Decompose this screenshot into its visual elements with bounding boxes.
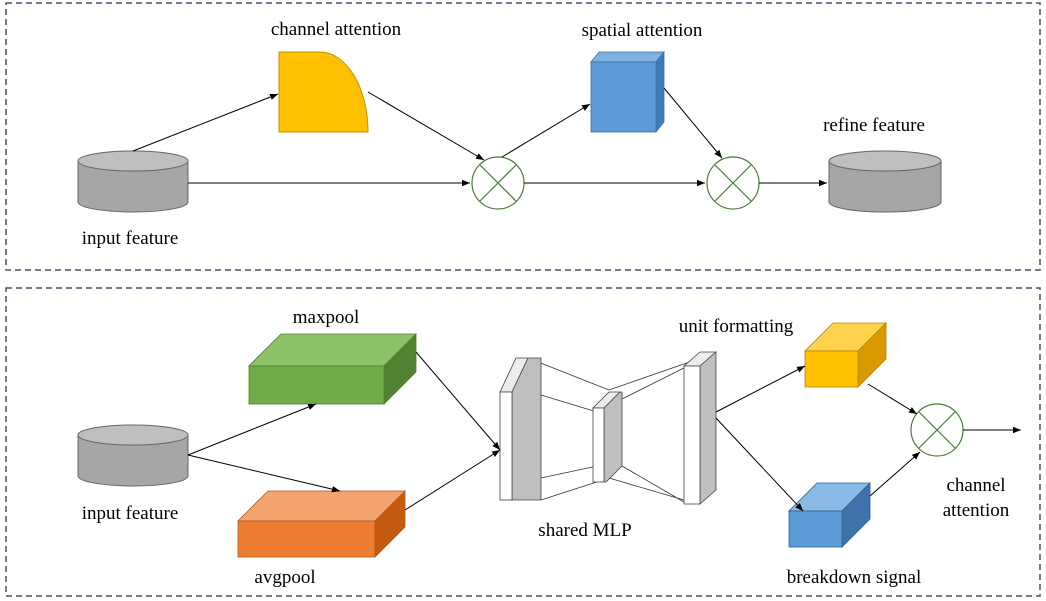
top-input-feature-label: input feature — [82, 228, 179, 249]
channel-attention-output-label-line1: channel — [946, 475, 1005, 496]
top-multiply-operator-1 — [471, 156, 525, 210]
shared-mlp-label: shared MLP — [538, 520, 631, 541]
arrow-mlp-to-unit-formatting — [715, 365, 806, 413]
maxpool-label: maxpool — [293, 307, 360, 328]
bottom-input-feature-label: input feature — [82, 503, 179, 524]
top-channel-attention-label: channel attention — [271, 19, 402, 40]
arrow-maxpool-to-mlp — [415, 351, 501, 451]
channel-attention-block — [278, 51, 369, 133]
arrow-spatial-attention-to-multiply-2 — [663, 87, 723, 159]
maxpool-block — [248, 333, 417, 405]
spatial-attention-block — [590, 50, 665, 134]
bottom-panel-frame — [5, 287, 1041, 597]
top-input-feature-cylinder — [77, 150, 189, 213]
refine-feature-cylinder — [828, 150, 942, 213]
arrow-input-to-channel-attention — [132, 93, 279, 152]
unit-formatting-block — [804, 322, 887, 388]
top-spatial-attention-label: spatial attention — [582, 20, 703, 41]
channel-attention-output-label-line2: attention — [943, 500, 1010, 521]
top-panel: input feature channel attention spatial … — [5, 2, 1041, 271]
breakdown-signal-label: breakdown signal — [787, 567, 922, 588]
top-multiply-operator-2 — [706, 156, 760, 210]
arrow-input-to-maxpool — [187, 403, 317, 456]
mlp-input-layer — [499, 357, 542, 501]
bottom-multiply-operator — [910, 403, 964, 457]
arrow-input-to-avgpool — [187, 454, 341, 493]
arrow-multiply-1-to-spatial-attention — [501, 103, 591, 158]
avgpool-label: avgpool — [254, 567, 315, 588]
unit-formatting-label: unit formatting — [679, 316, 794, 337]
arrow-breakdown-signal-to-multiply — [869, 451, 921, 497]
arrow-channel-attention-to-multiply-1 — [367, 91, 485, 161]
avgpool-block — [237, 490, 406, 558]
bottom-panel: input feature maxpool avgpool — [5, 287, 1041, 597]
shared-mlp — [499, 351, 718, 505]
breakdown-signal-block — [788, 482, 871, 548]
bottom-input-feature-cylinder — [77, 424, 189, 487]
mlp-hidden-layer — [592, 391, 623, 483]
mlp-output-layer — [682, 351, 718, 505]
arrow-mlp-to-breakdown-signal — [715, 417, 804, 512]
arrow-unit-formatting-to-multiply — [867, 383, 918, 415]
refine-feature-label: refine feature — [823, 115, 925, 136]
arrow-avgpool-to-mlp — [404, 449, 501, 511]
